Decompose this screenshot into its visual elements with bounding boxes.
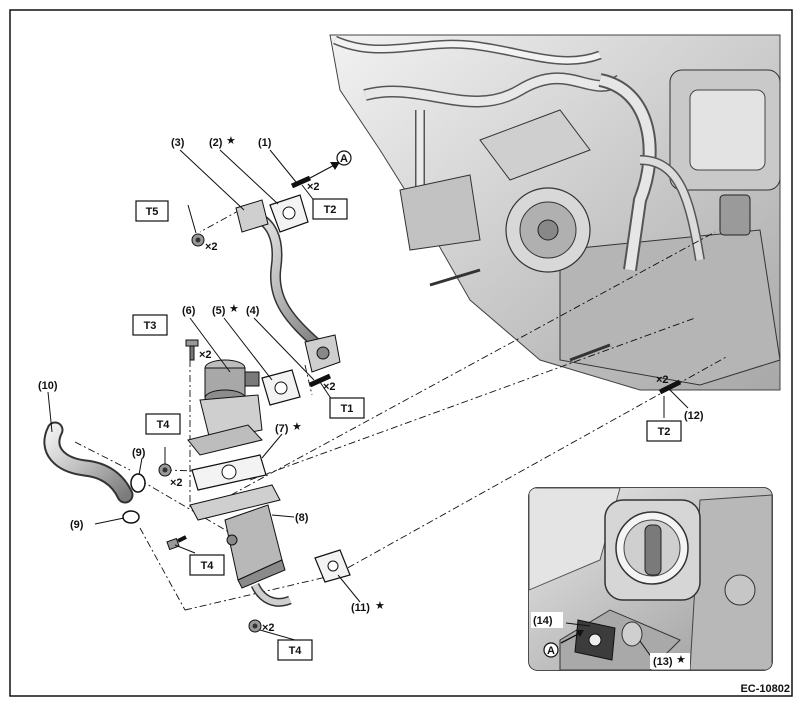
torque-box-t2-upper: T2 [312,198,348,220]
callout-2-star: ★ [226,135,236,147]
inset-callout-13-bg [650,653,690,669]
torque-box-t4-lower: T4 [277,639,313,661]
multiplier-nut-t4-upper: ×2 [170,477,183,489]
nut-t5 [191,233,205,247]
callout-6: (6) [182,305,196,317]
stud-part-12 [658,379,682,395]
gasket-part-11 [314,549,351,583]
egr-pipe-part-3 [235,199,341,373]
svg-text:T4: T4 [201,560,215,572]
callout-9-upper: (9) [132,447,146,459]
torque-box-t5: T5 [135,200,169,222]
torque-box-t4-middle: T4 [189,554,225,576]
callout-8: (8) [295,512,309,524]
reference-mark-a-letter: A [340,153,348,165]
gasket-part-2 [269,194,309,233]
torque-box-t3: T3 [132,314,168,336]
nut-t4-lower [248,619,262,633]
multiplier-stud-12: ×2 [656,374,669,386]
callout-7: (7) [275,423,289,435]
callout-11: (11) [351,602,370,614]
callout-9-lower: (9) [70,519,84,531]
svg-text:T4: T4 [289,645,303,657]
leader-lines [47,149,689,641]
callout-13-star: ★ [676,654,686,666]
engine-illustration [329,34,781,391]
inset-detail [528,487,773,671]
multiplier-nut-t4-lower: ×2 [262,622,275,634]
inset-reference-mark-a-letter: A [547,645,555,657]
callout-5-star: ★ [229,303,239,315]
svg-text:T1: T1 [341,403,354,415]
svg-text:T2: T2 [324,204,337,216]
callout-11-star: ★ [375,600,385,612]
gasket-part-7 [191,454,267,491]
nut-t4-upper [158,463,172,477]
multiplier-stud-4: ×2 [323,381,336,393]
callout-3: (3) [171,137,185,149]
inset-callout-14-bg [531,612,563,628]
torque-box-t1: T1 [329,397,365,419]
stud-part-4 [308,373,332,388]
callout-5: (5) [212,305,226,317]
stud-part-1 [290,161,341,189]
bolt-t4-middle [166,535,187,551]
callout-12: (12) [684,410,704,422]
egr-cooler-part-8 [189,484,292,607]
callout-14: (14) [533,615,553,627]
callout-4: (4) [246,305,260,317]
egr-valve-part-6 [187,359,263,456]
torque-box-t4-upper: T4 [145,413,181,435]
document-id: EC-10802 [740,683,790,695]
reference-mark-a [336,150,352,166]
callout-1: (1) [258,137,272,149]
svg-text:T4: T4 [157,419,171,431]
svg-text:T5: T5 [146,206,159,218]
multiplier-bolt-t3: ×2 [199,349,212,361]
svg-text:T3: T3 [144,320,157,332]
multiplier-nut-t5: ×2 [205,241,218,253]
hose-part-10 [43,421,134,504]
torque-box-t2-lower: T2 [646,420,682,442]
multiplier-stud-1: ×2 [307,181,320,193]
inset-reference-mark-a [543,642,559,658]
bolt-t3 [185,339,199,361]
svg-text:T2: T2 [658,426,671,438]
callout-13: (13) [653,656,673,668]
clamp-part-9-lower [122,510,140,524]
outer-border [9,9,793,697]
callout-2: (2) [209,137,223,149]
callout-7-star: ★ [292,421,302,433]
clamp-part-9-upper [130,473,146,493]
callout-10: (10) [38,380,58,392]
